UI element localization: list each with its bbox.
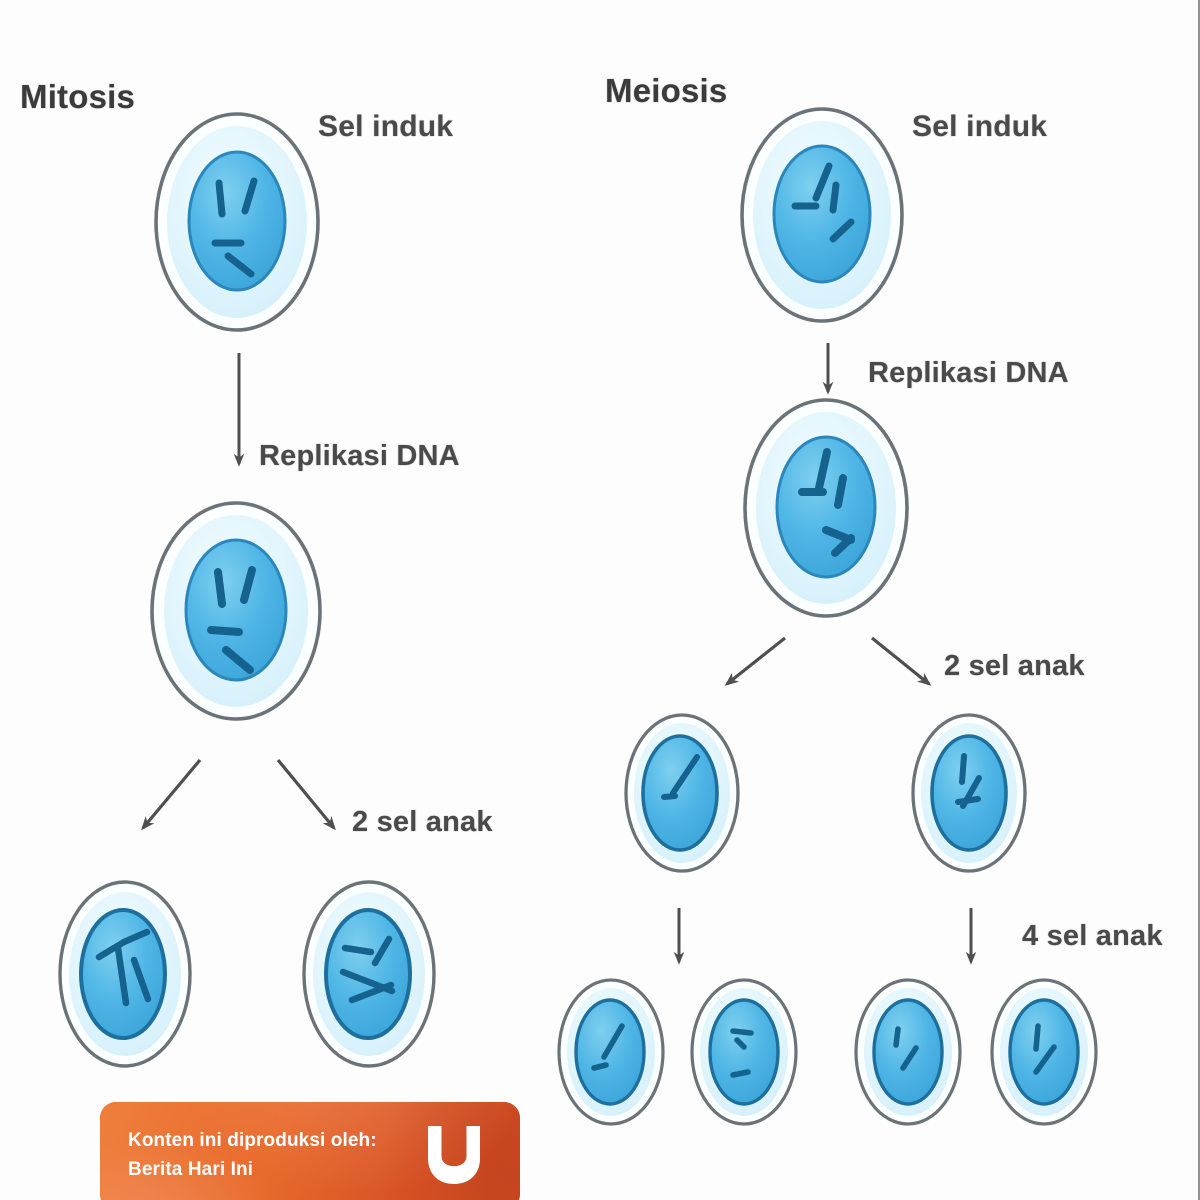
- mitosis-column-title: Mitosis: [20, 78, 136, 115]
- meiosis-second-division-arrows: [673, 908, 977, 965]
- mitosis-daughter-label: 2 sel anak: [352, 806, 493, 838]
- mitosis-parent-cell: [154, 112, 320, 332]
- meiosis-intermediate-cell-1: [624, 713, 740, 873]
- meiosis-final-cell-2: [690, 978, 798, 1126]
- meiosis-column-title: Meiosis: [605, 72, 728, 109]
- meiosis-parent-cell: [740, 107, 904, 323]
- mitosis-parent-cell-label: Sel induk: [318, 110, 454, 143]
- meiosis-two-daughter-label: 2 sel anak: [944, 650, 1085, 682]
- meiosis-final-cell-3: [854, 978, 962, 1126]
- attribution-text: Konten ini diproduksi oleh: Berita Hari …: [128, 1126, 377, 1184]
- meiosis-first-division-arrows: [724, 636, 932, 686]
- mitosis-division-arrows: [141, 758, 336, 831]
- meiosis-intermediate-cell-2: [911, 713, 1027, 873]
- meiosis-final-cell-4: [990, 978, 1098, 1126]
- mitosis-replicated-cell: [150, 501, 322, 721]
- meiosis-replication-label: Replikasi DNA: [868, 357, 1069, 389]
- attribution-banner: Konten ini diproduksi oleh: Berita Hari …: [100, 1102, 520, 1200]
- kumparan-u-logo-icon: [428, 1126, 480, 1184]
- meiosis-final-cell-1: [557, 978, 665, 1126]
- mitosis-daughter-cell-2: [302, 880, 436, 1068]
- meiosis-replicated-cell: [743, 398, 909, 618]
- attribution-line-2: Berita Hari Ini: [128, 1159, 254, 1180]
- meiosis-four-daughter-label: 4 sel anak: [1022, 920, 1163, 952]
- attribution-line-1: Konten ini diproduksi oleh:: [128, 1130, 377, 1151]
- mitosis-daughter-cell-1: [58, 880, 192, 1068]
- mitosis-replication-label: Replikasi DNA: [259, 440, 460, 472]
- meiosis-parent-cell-label: Sel induk: [912, 110, 1048, 143]
